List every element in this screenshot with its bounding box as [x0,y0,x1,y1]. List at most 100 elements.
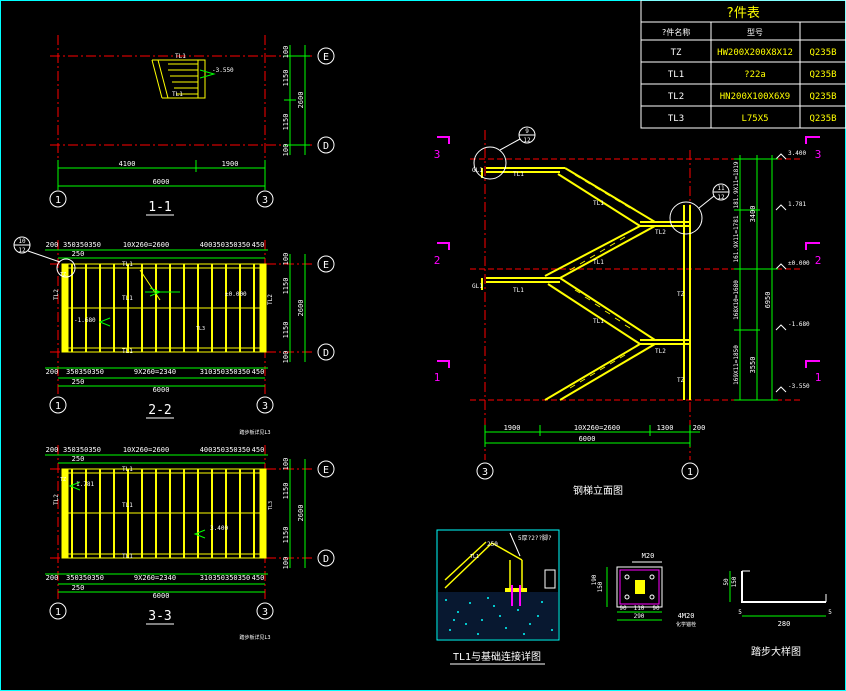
axis-bubble-3: 3 [256,396,274,414]
svg-text:E: E [323,260,329,271]
dim-text: 10X260=2600 [574,424,620,432]
dim-text: 350350350 [63,446,101,454]
member-label: TL2 [655,229,666,236]
section-mark: 3 [815,148,822,161]
dimension-lines [606,567,662,621]
dim-text: 250 [72,455,85,463]
callout-bubble: 10 12 [13,236,76,278]
dim-text: 2600 [297,300,305,317]
dimension-lines [57,45,310,190]
dim-text: 50 [723,578,730,586]
dim-text: 450 [252,241,265,249]
dim-text: 1150 [282,114,290,131]
detail-label: 250 [487,541,498,548]
dim-text: 200 [46,446,59,454]
level-label: -3.550 [788,383,810,390]
svg-text:1: 1 [687,467,693,478]
concrete-hatch [445,597,553,635]
svg-text:E: E [323,52,329,63]
dim-text: 400350350350 [200,446,251,454]
section-cut-marks [437,136,820,368]
note-text: 踏步板详见L3 [239,429,270,436]
axis-bubble-3: 3 [256,190,274,208]
table-row: TZ HW200X200X8X12 Q235B [671,48,837,58]
axis-bubble-e: E [317,255,335,273]
table-cell: Q235B [809,92,836,102]
dim-text: 100 [282,458,290,471]
dim-text: 150 [597,581,604,592]
dim-text: 1150 [282,322,290,339]
svg-text:1: 1 [55,195,61,206]
dim-text: 350350350 [66,368,104,376]
section-mark: 1 [434,371,441,384]
level-label: 1.781 [788,201,806,208]
dimension-lines [45,454,306,593]
section-3-3: TL1 TL1 TL1 TL2 1.781 3.400 TZ TL3 200 3… [45,429,335,641]
dim-text: 100 [282,351,290,364]
dim-text: 450 [252,574,265,582]
stair-plan-1-1 [151,59,216,99]
table-header: ?件名称 [662,27,691,37]
dim-text: 9X260=2340 [134,368,176,376]
member-label: TL3 [196,326,205,332]
section-mark: 1 [815,371,822,384]
svg-text:12: 12 [523,137,531,144]
table-cell: TZ [671,48,682,58]
member-label: TZ [677,377,685,384]
axis-bubble-1: 1 [49,602,67,620]
dim-text: 181.9X11=1819 [733,161,740,208]
base-plate [505,588,527,592]
svg-text:10: 10 [18,238,26,245]
stair-arrows [98,287,180,327]
concrete-foundation [438,592,558,639]
step-plate [741,571,826,603]
table-cell: ?22a [744,70,766,80]
dim-text: 450 [252,368,265,376]
member-label: TL2 [655,348,666,355]
section-mark: 2 [434,254,441,267]
table-row: TL3 L75X5 Q235B [668,114,837,124]
detail-step: 50 150 5 280 5 踏步大样图 [723,570,832,658]
member-label: TL1 [122,466,133,473]
member-label: TZ [60,477,66,483]
tl1-section [444,541,523,590]
axis-bubble-3: 3 [476,462,494,480]
dim-text: 450 [252,446,265,454]
table-cell: HW200X200X8X12 [717,48,793,58]
member-label: TL3 [268,501,274,510]
member-label: TZ [60,272,66,278]
dim-text: 1150 [282,527,290,544]
dim-text: 350350350 [66,574,104,582]
level-markers [775,153,787,393]
table-cell: TL1 [668,70,684,80]
axis-bubble-1: 1 [681,462,699,480]
dim-text: 100 [282,557,290,570]
member-label: GL1 [472,283,483,290]
member-label: TL1 [513,287,524,294]
member-label: TL1 [593,318,604,325]
member-label: TL1 [593,259,604,266]
drawing-title: 钢梯立面图 [573,484,623,497]
dim-text: 3550 [749,357,757,374]
member-label: TL1 [122,261,133,268]
level-label: -1.680 [74,317,96,324]
dim-text: 6000 [153,178,170,186]
table-header: 型号 [747,28,763,37]
member-label: TL1 [122,295,133,302]
dim-text: 1900 [504,424,521,432]
callout-bubble: 11 12 [669,183,730,235]
dimension-lines [729,571,826,617]
svg-text:12: 12 [18,247,26,254]
component-table: ?件表 ?件名称 型号 TZ HW200X200X8X12 Q235B TL1 … [640,0,846,129]
detail-title: 踏步大样图 [751,645,801,658]
svg-text:D: D [323,141,329,152]
svg-text:12: 12 [717,194,725,201]
svg-text:D: D [323,348,329,359]
detail-label: TL1 [470,554,479,560]
level-label: -1.680 [788,321,810,328]
dim-text: 290 [634,613,645,620]
table-title: ?件表 [726,6,760,21]
dim-text: 6000 [153,386,170,394]
dim-text: 150 [731,576,738,587]
